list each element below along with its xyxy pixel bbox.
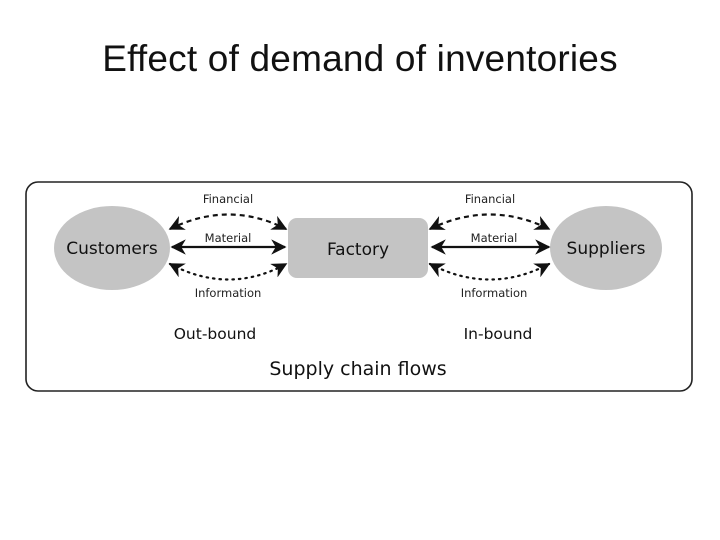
suppliers-node	[550, 206, 662, 290]
factory-label: Factory	[327, 240, 389, 260]
left-information-label: Information	[195, 286, 262, 300]
slide-title: Effect of demand of inventories	[102, 38, 618, 79]
right-information-arrow	[428, 262, 551, 281]
factory-node	[288, 218, 428, 278]
right-financial-label: Financial	[465, 192, 515, 206]
left-financial-label: Financial	[203, 192, 253, 206]
right-material-label: Material	[471, 231, 518, 245]
right-information-label: Information	[461, 286, 528, 300]
left-material-label: Material	[205, 231, 252, 245]
right-financial-arrow	[428, 213, 551, 230]
suppliers-label: Suppliers	[567, 239, 646, 259]
diagram-frame	[25, 181, 693, 392]
inbound-label: In-bound	[464, 325, 533, 343]
outbound-label: Out-bound	[174, 325, 257, 343]
customers-label: Customers	[66, 239, 158, 259]
left-information-arrow	[168, 262, 288, 281]
customers-node	[54, 206, 170, 290]
diagram-caption: Supply chain flows	[269, 358, 446, 380]
